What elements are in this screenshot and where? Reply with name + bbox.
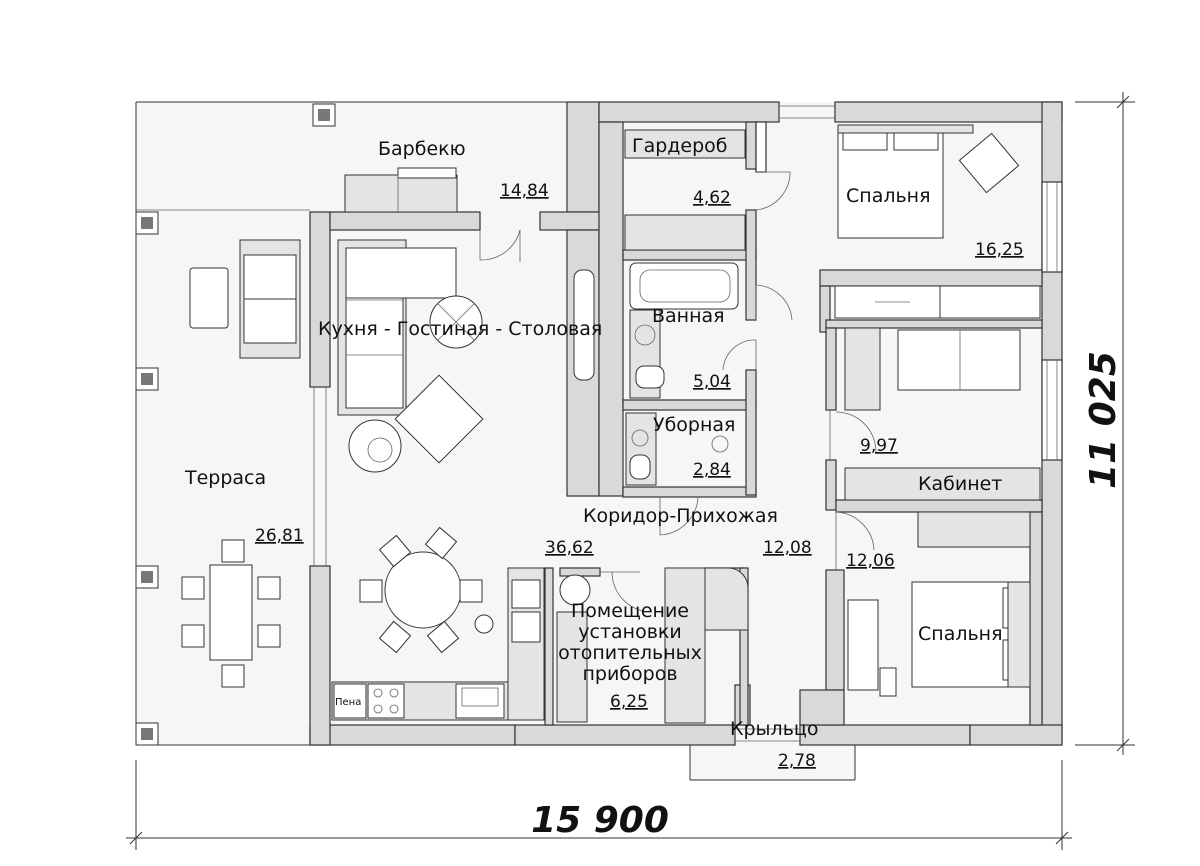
room-area-bedroom2: 12,06 bbox=[846, 551, 895, 571]
room-area-bbq: 14,84 bbox=[500, 181, 549, 201]
room-name-boiler-2: установки bbox=[578, 621, 681, 643]
doors bbox=[479, 171, 877, 613]
study-furniture bbox=[844, 327, 1041, 501]
dimension-width: 15 900 bbox=[126, 760, 1072, 850]
room-area-wardrobe: 4,62 bbox=[693, 188, 731, 208]
room-name-kitchen: Кухня - Гостиная - Столовая bbox=[318, 318, 602, 340]
room-name-bbq: Барбекю bbox=[378, 138, 466, 160]
room-name-porch: Крыльцо bbox=[730, 718, 818, 740]
room-name-bedroom2: Спальня bbox=[918, 623, 1003, 645]
depth-dimension: 11 025 bbox=[1083, 351, 1124, 489]
room-area-porch: 2,78 bbox=[778, 751, 816, 771]
room-name-corridor: Коридор-Прихожая bbox=[583, 505, 778, 527]
outer-walls bbox=[135, 101, 1063, 746]
room-area-toilet: 2,84 bbox=[693, 460, 731, 480]
pantry-label: Пена bbox=[335, 697, 361, 708]
room-name-boiler-3: отопительных bbox=[558, 642, 702, 664]
bedroom2-furniture bbox=[847, 511, 1031, 697]
living-furniture bbox=[337, 239, 595, 654]
room-area-corridor: 12,08 bbox=[763, 538, 812, 558]
room-name-terrace: Терраса bbox=[184, 467, 266, 489]
boiler-equipment bbox=[556, 567, 749, 724]
room-labels: Барбекю 14,84 Терраса 26,81 Кухня - Гост… bbox=[184, 135, 1024, 771]
porch bbox=[689, 745, 856, 781]
terrace-furniture bbox=[181, 239, 301, 688]
porch-floor bbox=[690, 745, 855, 780]
terrace-pillars bbox=[135, 103, 336, 746]
bbq-grill bbox=[344, 167, 458, 213]
room-area-bathroom: 5,04 bbox=[693, 372, 731, 392]
bedroom1-furniture bbox=[834, 124, 1041, 319]
room-name-bathroom: Ванная bbox=[652, 305, 725, 327]
width-dimension: 15 900 bbox=[531, 800, 669, 841]
bathroom-fixtures bbox=[629, 262, 739, 399]
room-name-boiler-1: Помещение bbox=[571, 600, 689, 622]
room-name-toilet: Уборная bbox=[653, 414, 735, 436]
room-name-study: Кабинет bbox=[918, 473, 1002, 495]
room-area-kitchen: 36,62 bbox=[545, 538, 594, 558]
kitchen-counter bbox=[331, 567, 545, 721]
room-area-terrace: 26,81 bbox=[255, 526, 304, 546]
room-area-bedroom1: 16,25 bbox=[975, 240, 1024, 260]
room-name-bedroom1: Спальня bbox=[846, 185, 931, 207]
room-name-boiler-4: приборов bbox=[582, 663, 677, 685]
room-area-study: 9,97 bbox=[860, 436, 898, 456]
wardrobe-shelves bbox=[624, 129, 746, 251]
room-name-wardrobe: Гардероб bbox=[632, 135, 728, 157]
dimension-depth: 11 025 bbox=[1075, 92, 1135, 755]
room-area-boiler: 6,25 bbox=[610, 692, 648, 712]
toilet-fixtures bbox=[625, 412, 729, 486]
